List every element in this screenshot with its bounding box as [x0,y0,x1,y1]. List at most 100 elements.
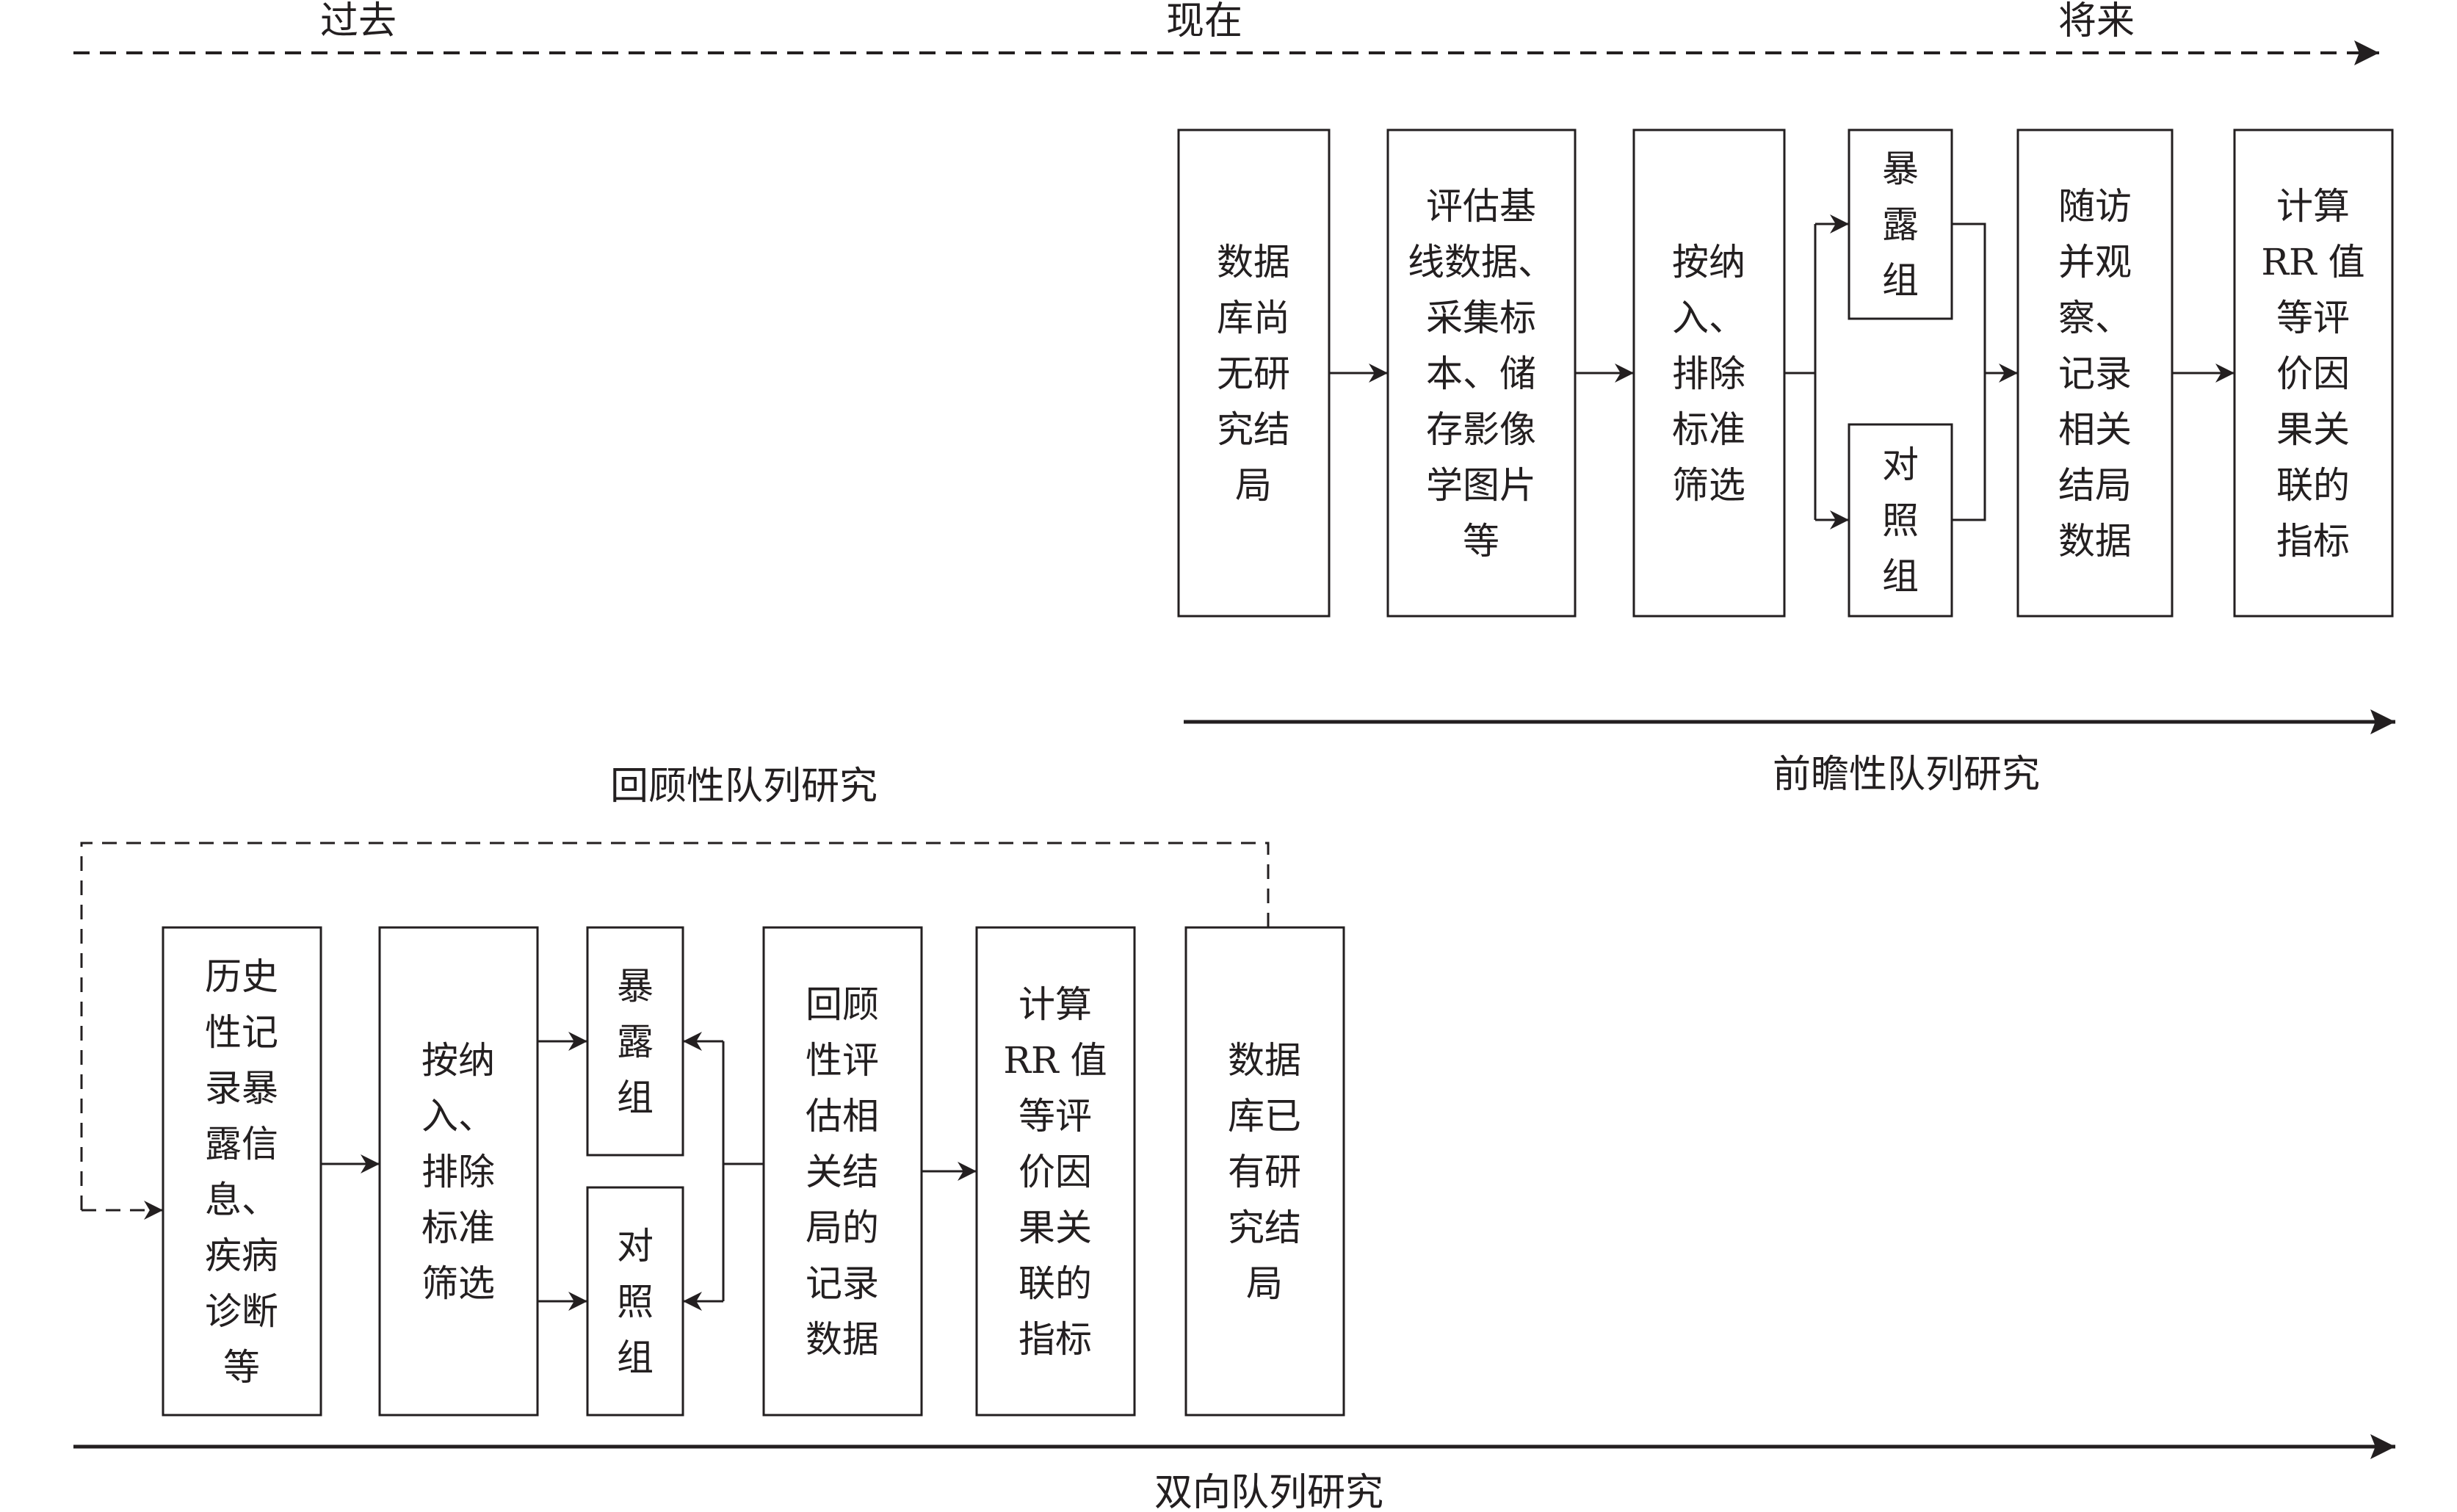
bidirectional-box-retrospective-evaluation: 回顾性评估相关结局的记录数据 [762,926,923,1417]
box-text-line: 回顾 [806,983,879,1026]
box-text-line: 按纳 [421,1039,495,1082]
box-text-line: 组 [1882,555,1919,598]
box-text-line: 暴 [1882,148,1919,190]
box-text-line: 并观 [2058,241,2132,283]
box-text-line: 关结 [806,1151,879,1193]
box-text-line: 学图片 [1426,464,1536,507]
box-text-line: 联的 [2276,464,2350,507]
bidirectional-box-control-group: 对照组 [586,1186,684,1417]
box-text-line: 存影像 [1426,408,1536,451]
bidirectional-box-exposed-group-text: 暴露组 [617,965,654,1119]
box-text-line: 局 [1246,1262,1283,1305]
box-text-line: 标准 [421,1207,495,1249]
box-text-line: 局 [1235,464,1272,507]
prospective-study-label: 前瞻性队列研究 [1773,753,2040,797]
box-text-line: 库尚 [1217,297,1290,339]
bidirectional-study-label: 双向队列研究 [1154,1471,1383,1512]
box-text-line: RR 值 [1003,1039,1107,1082]
box-text-line: 等 [1463,520,1499,563]
prospective-box-exposed-group: 暴露组 [1848,129,1953,320]
box-text-line: 历史 [205,955,278,998]
box-text-line: 库已 [1228,1095,1301,1137]
box-text-line: 评估基 [1426,185,1536,228]
box-text-line: 照 [617,1281,654,1323]
box-text-line: 数据 [1217,241,1290,283]
box-text-line: 线数据、 [1408,241,1555,283]
prospective-box-exposed-group-text: 暴露组 [1882,148,1919,302]
bidirectional-box-history-text: 历史性记录暴露信息、疾病诊断等 [205,955,278,1389]
prospective-box-follow-up-text: 随访并观察、记录相关结局数据 [2058,185,2132,563]
box-text-line: 数据 [806,1318,879,1361]
box-text-line: 暴 [617,965,654,1008]
box-text-line: 指标 [1018,1318,1092,1361]
bidirectional-flow: 历史性记录暴露信息、疾病诊断等 按纳入、排除标准筛选 暴露组 对照组 回顾性评估… [73,842,2395,1512]
box-text-line: 等评 [1018,1095,1092,1137]
box-text-line: 照 [1882,499,1919,542]
box-text-line: 记录 [2058,352,2132,395]
box-text-line: 采集标 [1426,297,1536,339]
box-text-line: 露 [1882,203,1919,246]
box-text-line: 估相 [806,1095,879,1137]
prospective-box-no-outcome: 数据库尚无研究结局 [1177,129,1331,618]
box-text-line: 计算 [1018,983,1092,1026]
box-text-line: 等评 [2276,297,2350,339]
box-text-line: 结局 [2058,464,2132,507]
prospective-box-follow-up: 随访并观察、记录相关结局数据 [2016,129,2174,618]
box-text-line: 究结 [1217,408,1290,451]
timeline-present-label: 现在 [1166,0,1242,43]
box-text-line: 价因 [2276,352,2350,395]
box-text-line: 果关 [2276,408,2350,451]
prospective-box-calculate-rr: 计算 RR 值等评价因果关联的指标 [2233,129,2394,618]
box-text-line: 计算 [2276,185,2350,228]
timeline-future-label: 将来 [2058,0,2135,43]
bidirectional-box-control-group-text: 对照组 [617,1225,654,1379]
box-text-line: 组 [617,1077,654,1119]
box-text-line: 排除 [1672,352,1745,395]
box-text-line: 数据 [2058,520,2132,563]
box-text-line: 随访 [2058,185,2132,228]
box-text-line: 价因 [1018,1151,1092,1193]
box-text-line: 无研 [1217,352,1290,395]
bidirectional-box-outcome-exists-text: 数据库已有研究结局 [1228,1039,1301,1305]
bidirectional-connectors [321,1032,977,1311]
box-text-line: 筛选 [421,1262,495,1305]
box-text-line: 指标 [2276,520,2350,563]
bidirectional-box-outcome-exists: 数据库已有研究结局 [1184,926,1345,1417]
bidirectional-feedback-dashed-line [80,842,1270,1210]
prospective-box-control-group-text: 对照组 [1882,444,1919,598]
box-text-line: 记录 [806,1262,879,1305]
box-text-line: 按纳 [1672,241,1745,283]
box-text-line: RR 值 [2261,241,2364,283]
box-text-line: 察、 [2058,297,2132,339]
box-text-line: 组 [617,1336,654,1379]
bidirectional-box-screening: 按纳入、排除标准筛选 [378,926,539,1417]
prospective-box-calculate-rr-text: 计算 RR 值等评价因果关联的指标 [2261,185,2364,563]
box-text-line: 数据 [1228,1039,1301,1082]
box-text-line: 对 [1882,444,1919,486]
box-text-line: 诊断 [205,1290,278,1333]
timeline-past-label: 过去 [320,0,397,43]
box-text-line: 入、 [421,1095,495,1137]
box-text-line: 对 [617,1225,654,1267]
box-text-line: 疾病 [205,1234,278,1277]
prospective-box-baseline-text: 评估基线数据、采集标本、储存影像学图片等 [1408,185,1555,563]
retrospective-study-label: 回顾性队列研究 [610,764,877,809]
box-text-line: 等 [223,1346,260,1389]
prospective-box-control-group: 对照组 [1848,423,1953,618]
bidirectional-box-screening-text: 按纳入、排除标准筛选 [421,1039,495,1305]
prospective-box-baseline: 评估基线数据、采集标本、储存影像学图片等 [1386,129,1577,618]
box-text-line: 露信 [205,1123,278,1165]
box-text-line: 本、储 [1426,352,1536,395]
box-text-line: 局的 [806,1207,879,1249]
box-text-line: 组 [1882,259,1919,302]
prospective-box-screening: 按纳入、排除标准筛选 [1632,129,1786,618]
box-text-line: 排除 [421,1151,495,1193]
prospective-box-no-outcome-text: 数据库尚无研究结局 [1217,241,1290,507]
box-text-line: 性评 [806,1039,879,1082]
timeline: 过去 现在 将来 [73,0,2379,65]
box-text-line: 入、 [1672,297,1745,339]
box-text-line: 息、 [205,1179,278,1221]
prospective-flow: 数据库尚无研究结局 评估基线数据、采集标本、储存影像学图片等 按纳入、排除标准筛… [1177,129,2395,797]
